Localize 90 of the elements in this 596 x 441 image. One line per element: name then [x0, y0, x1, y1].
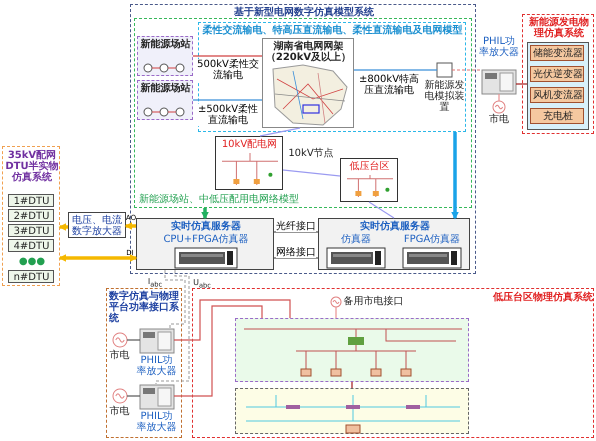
label-text: PHIL功率放大器: [478, 36, 520, 58]
arrow: [451, 132, 459, 220]
server-title: 实时仿真服务器: [359, 221, 431, 232]
connector-line: [282, 169, 340, 177]
label-text: 4#DTU: [12, 240, 50, 252]
amplifier-unit: [136, 384, 178, 434]
device-box: [530, 87, 584, 103]
label-text: CPU+FPGA仿真器: [162, 234, 250, 245]
frame-title: 柔性交流输电、特高压直流输电、柔性直流输电及电网模型: [202, 24, 464, 36]
arrow: [58, 223, 68, 231]
station-box: [136, 80, 192, 120]
label-text: 1#DTU: [12, 196, 50, 206]
connector-line: [274, 231, 318, 233]
connector-line: [193, 55, 262, 57]
frame-title: 新能源发电物理仿真系统: [528, 17, 590, 39]
system-frame: [106, 288, 182, 438]
connector-line: [193, 99, 262, 101]
connector-line: [351, 382, 353, 388]
arrow: [201, 208, 209, 220]
label-text: 风机变流器: [532, 90, 584, 101]
dtu-box: [8, 270, 54, 282]
label-text: PHIL功率放大器: [136, 354, 178, 376]
system-frame: [522, 14, 594, 134]
connector-line: [127, 339, 140, 341]
device-box: [530, 45, 584, 61]
arrow: [58, 254, 138, 262]
label-text: 新能源场站: [140, 82, 192, 94]
label-text: 2#DTU: [12, 210, 50, 222]
label-text: n#DTU: [12, 272, 50, 282]
diagram-panel: [340, 158, 398, 202]
connector-line: [354, 69, 437, 71]
power-source: [110, 332, 130, 362]
connector-line: [274, 257, 318, 259]
arrow: [124, 222, 136, 230]
power-source: [110, 388, 130, 418]
circuit-panel: [234, 318, 468, 382]
label-text: 光伏逆变器: [532, 69, 584, 80]
frame-title: 基于新型电网数字仿真模型系统: [233, 7, 375, 18]
label-text: U$_{abc}$: [193, 277, 211, 292]
label-text: 3#DTU: [12, 226, 50, 236]
device-box: [530, 108, 584, 124]
frame-title: 数字仿真与物理平台功率接口系统: [109, 291, 180, 324]
device-box: [530, 66, 584, 82]
label-text: PHIL功率放大器: [136, 410, 178, 432]
label-text: 10kV节点: [287, 148, 335, 159]
label-text: 市电: [110, 350, 130, 360]
label-text: 低压台区: [348, 160, 390, 172]
dtu-box: [8, 194, 54, 206]
map-panel: [262, 38, 354, 128]
diagram-panel: [214, 136, 282, 190]
dashed-connector: [164, 270, 186, 328]
label-text: 备用市电接口: [344, 296, 404, 306]
dtu-box: [8, 224, 54, 236]
dashed-connector: [156, 270, 190, 384]
dtu-box: [8, 208, 54, 222]
server-box: [318, 218, 470, 270]
label-text: 新能源发电模拟装置: [424, 80, 466, 112]
frame-title: 低压台区物理仿真系统: [492, 292, 593, 303]
edge-label: 光纤接口: [276, 221, 316, 232]
label-text: 新能源场站: [140, 38, 192, 50]
ellipsis-dots: ●●●: [18, 256, 46, 267]
frame-title: 新能源场站、中低压配用电网络模型: [139, 194, 300, 205]
system-frame: [2, 146, 60, 286]
label-text: 储能变流器: [532, 48, 584, 59]
label-text: I$_{abc}$: [146, 276, 164, 290]
connector-line: [174, 305, 263, 397]
label-text: 10kV配电网: [220, 138, 278, 150]
amplifier-unit: [136, 328, 178, 378]
server-box: [136, 218, 274, 270]
label-text: 电压、电流数字放大器: [71, 215, 123, 237]
edge-label: 网络接口: [276, 247, 316, 258]
frame-title: 35kV配网DTU半实物仿真系统: [5, 150, 59, 183]
map-title: 湖南省电网网架（220kV及以上）: [264, 40, 352, 62]
circuit-panel: [234, 388, 468, 434]
label-text: 市电: [110, 406, 130, 416]
label-text: 仿真器: [340, 234, 372, 245]
device-panel: [526, 42, 588, 130]
connector-line: [516, 83, 527, 85]
label-text: FPGA仿真器: [402, 234, 462, 245]
label-text: 市电: [488, 114, 510, 125]
connector-line: [498, 94, 500, 101]
label-text: 充电桩: [542, 111, 574, 122]
server-title: 实时仿真服务器: [170, 221, 242, 232]
station-box: [136, 36, 192, 76]
connector-line: [335, 307, 337, 318]
dtu-box: [8, 238, 54, 252]
amplifier-unit: [478, 36, 520, 96]
system-frame: [192, 288, 594, 438]
connector-line: [174, 299, 291, 341]
connector-line: [127, 395, 140, 397]
